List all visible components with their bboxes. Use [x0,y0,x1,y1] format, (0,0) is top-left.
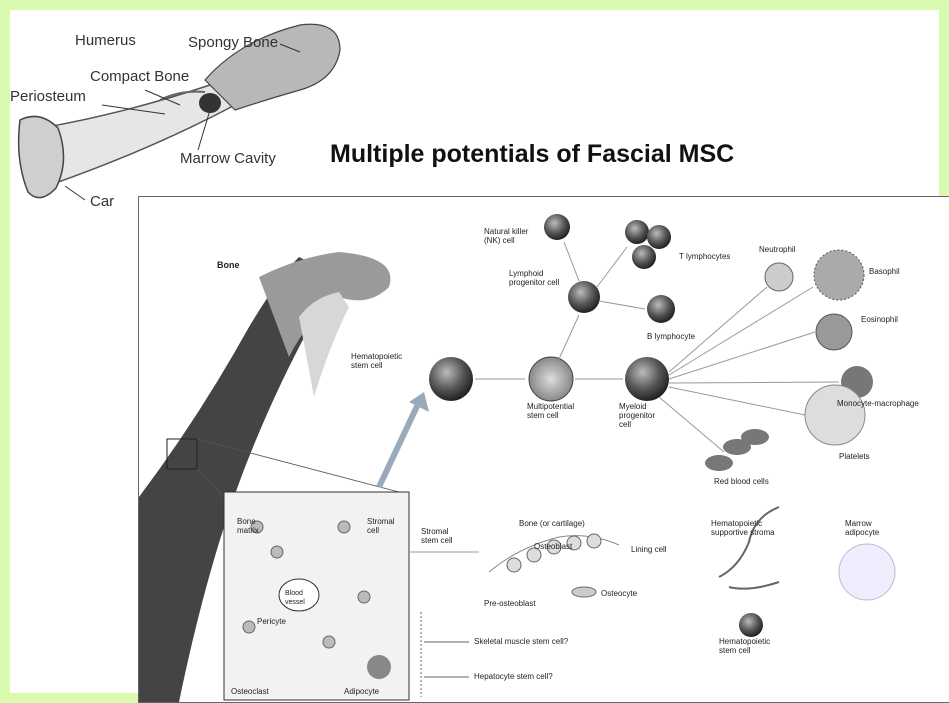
natural-killer-cell-label: Natural killer (NK) cell [484,227,542,245]
basophil-label: Basophil [869,267,900,276]
spongy-bone-label: Spongy Bone [188,34,278,51]
marrow-cavity-label: Marrow Cavity [180,150,276,167]
slide-title: Multiple potentials of Fascial MSC [330,140,734,169]
bone-matrix-label: Bone matrix [237,517,267,535]
periosteum-label: Periosteum [10,88,86,105]
pre-osteoblast-label: Pre-osteoblast [484,599,536,608]
adipocyte-label: Adipocyte [344,687,379,696]
hematopoietic-stem-cell-label: Hematopoietic stem cell [351,352,411,370]
hepatocyte-stem-cell-label: Hepatocyte stem cell? [474,672,553,681]
slide: Humerus Spongy Bone Compact Bone Periost… [10,10,939,693]
t-lymphocytes-label: T lymphocytes [679,252,730,261]
eosinophil-label: Eosinophil [861,315,898,324]
stem-cell-diagram-panel: Bone Hematopoietic stem cell Multipotent… [138,196,949,703]
cartilage-label: Car [90,193,114,210]
bone-label: Bone [217,261,240,270]
lymphoid-progenitor-cell-label: Lymphoid progenitor cell [509,269,565,287]
lining-cell-label: Lining cell [631,545,667,554]
osteocyte-label: Osteocyte [601,589,637,598]
skeletal-muscle-stem-cell-label: Skeletal muscle stem cell? [474,637,568,646]
humerus-label: Humerus [75,32,136,49]
pericyte-label: Pericyte [257,617,286,626]
osteoclast-label: Osteoclast [231,687,269,696]
humerus-illustration [10,10,350,210]
b-lymphocyte-label: B lymphocyte [647,332,695,341]
multipotential-stem-cell-label: Multipotential stem cell [527,402,582,420]
blood-vessel-label: Blood vessel [285,589,315,607]
red-blood-cells-label: Red blood cells [714,477,769,486]
stromal-stem-cell-label: Stromal stem cell [421,527,466,545]
myeloid-progenitor-cell-label: Myeloid progenitor cell [619,402,669,429]
osteoblast-label: Osteoblast [534,542,572,551]
marrow-adipocyte-label: Marrow adipocyte [845,519,885,537]
neutrophil-label: Neutrophil [759,245,795,254]
compact-bone-label: Compact Bone [90,68,189,85]
bone-or-cartilage-label: Bone (or cartilage) [519,519,585,528]
platelets-label: Platelets [839,452,870,461]
hematopoietic-supportive-stroma-label: Hematopoietic supportive stroma [711,519,781,537]
monocyte-macrophage-label: Monocyte-macrophage [837,399,919,408]
stromal-cell-label: Stromal cell [367,517,397,535]
hematopoietic-stem-cell-2-label: Hematopoietic stem cell [719,637,779,655]
